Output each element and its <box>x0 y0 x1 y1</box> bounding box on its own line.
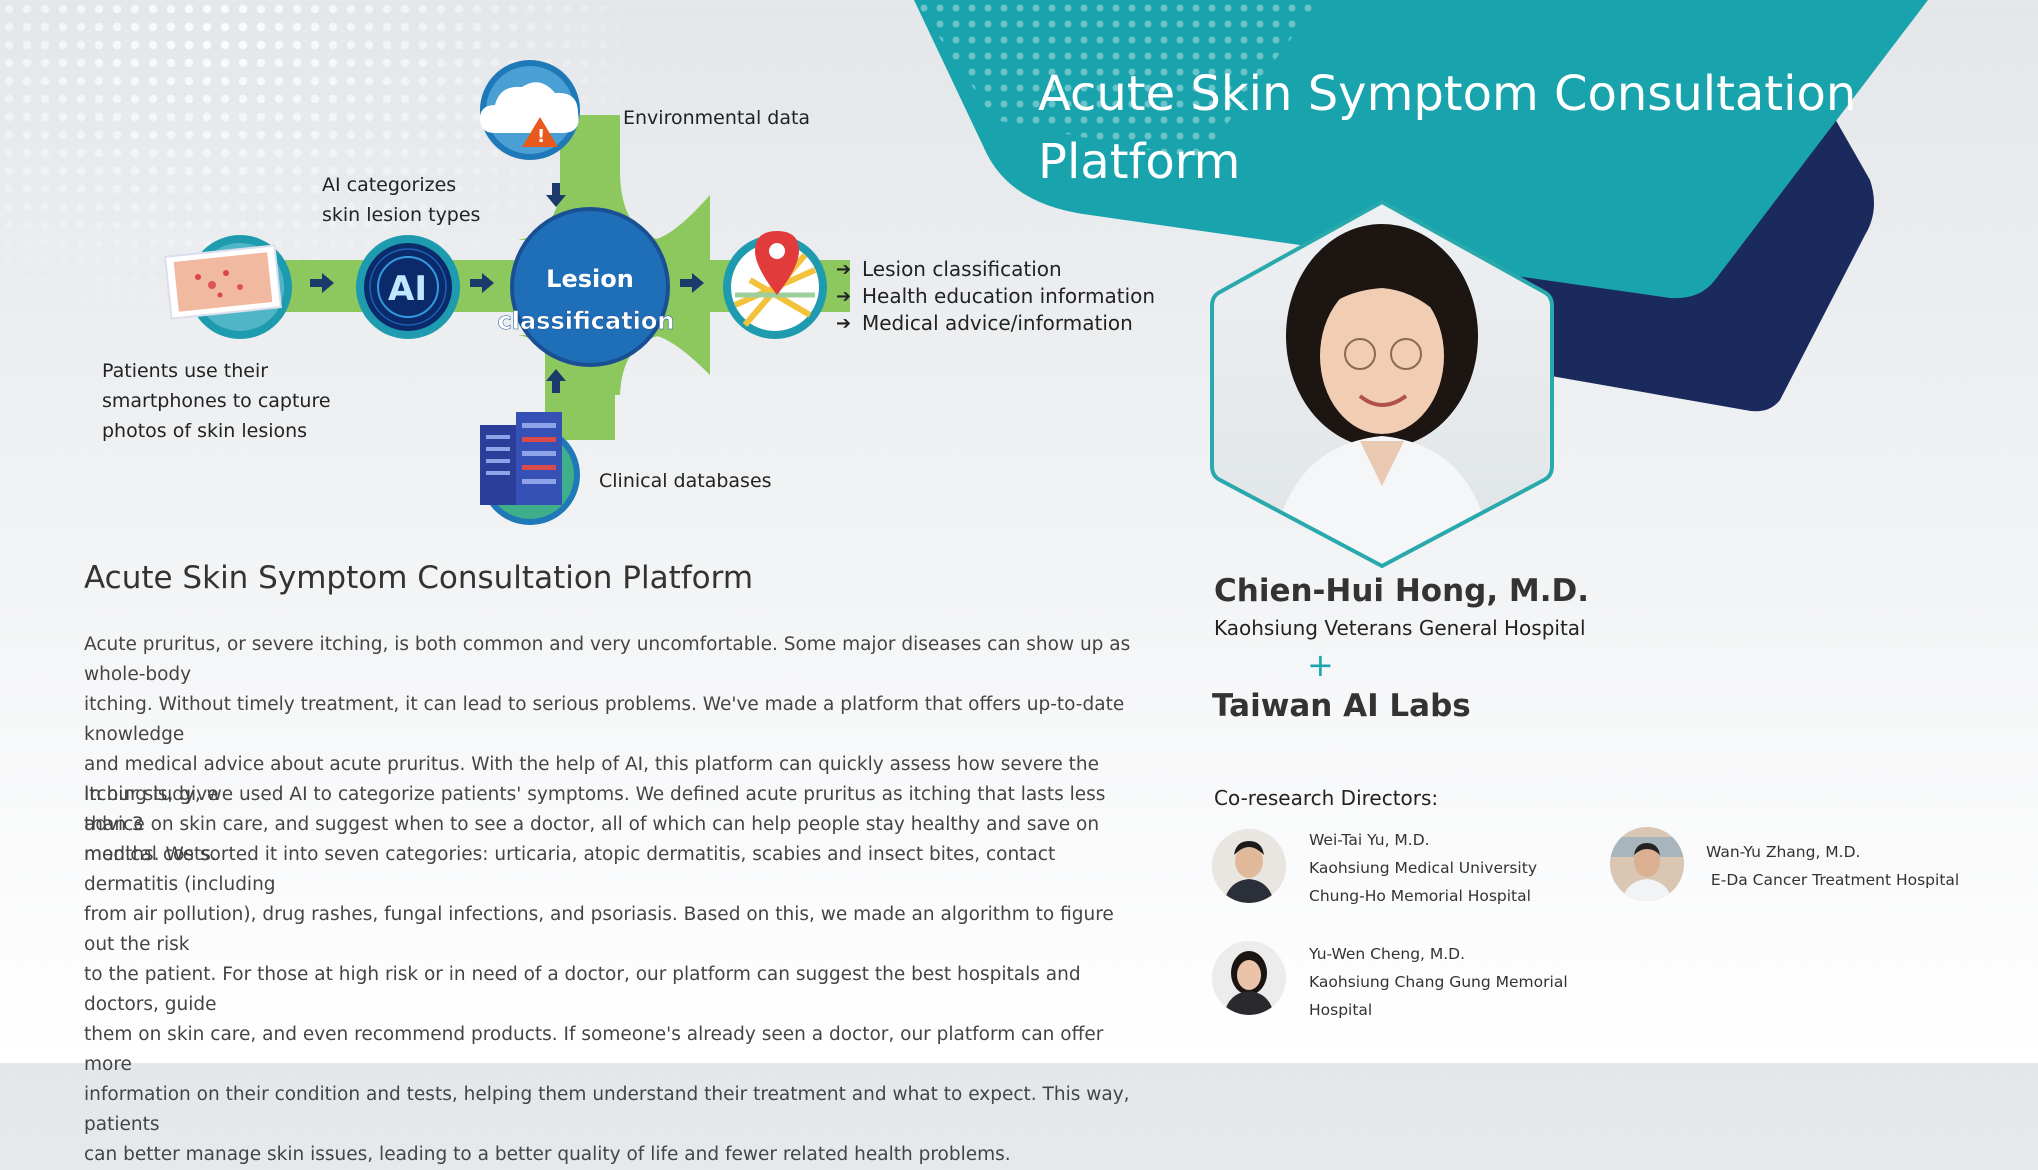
director-affiliation: Kaohsiung Medical University <box>1309 859 1537 877</box>
paragraph-line: itching. Without timely treatment, it ca… <box>84 694 1125 745</box>
paragraph-2: In our study, we used AI to categorize p… <box>84 780 1144 1170</box>
arrow-env-down <box>546 183 566 207</box>
outcome-text: Lesion classification <box>862 257 1062 281</box>
location-pin-icon <box>755 231 799 295</box>
section-title: Acute Skin Symptom Consultation Platform <box>84 560 754 596</box>
paragraph-line: them on skin care, and even recommend pr… <box>84 1024 1104 1075</box>
plus-icon: + <box>1307 646 1334 684</box>
label-environmental: Environmental data <box>623 107 811 129</box>
outcome-item: ➔ Lesion classification <box>836 256 1155 283</box>
arrow-clinical-up <box>546 369 566 393</box>
warning-icon <box>522 117 558 147</box>
arrow-ai-to-center <box>470 273 494 293</box>
outcomes-list: ➔ Lesion classification ➔ Health education… <box>836 256 1155 337</box>
label-patients-line3: photos of skin lesions <box>102 420 308 442</box>
paragraph-line: can better manage skin issues, leading t… <box>84 1144 1011 1165</box>
skin-photo-icon <box>163 244 283 320</box>
paragraph-line: Acute pruritus, or severe itching, is bo… <box>84 634 1131 685</box>
server-icon <box>480 412 562 505</box>
avatar <box>1212 829 1286 903</box>
director-affiliation: Chung-Ho Memorial Hospital <box>1309 887 1531 905</box>
outcome-text: Health education information <box>862 284 1156 308</box>
director-affiliation: Kaohsiung Chang Gung Memorial <box>1309 973 1568 991</box>
outcome-item: ➔ Medical advice/information <box>836 310 1155 337</box>
paragraph-line: to the patient. For those at high risk o… <box>84 964 1081 1015</box>
right-arrow-icon: ➔ <box>836 313 852 334</box>
partner-name: Taiwan AI Labs <box>1212 688 1471 724</box>
paragraph-line: from air pollution), drug rashes, fungal… <box>84 904 1114 955</box>
cloud-icon <box>480 82 579 133</box>
paragraph-line: months. We sorted it into seven categori… <box>84 844 1056 895</box>
lead-doctor-name: Chien-Hui Hong, M.D. <box>1214 573 1590 609</box>
diagram-graphic: ! AI Lesion classification <box>163 60 850 525</box>
label-ai-categorizes: AI categorizes skin lesion types <box>322 170 480 230</box>
ai-chip-icon: AI <box>388 269 427 309</box>
right-arrow-icon: ➔ <box>836 286 852 307</box>
director-info: Wei-Tai Yu, M.D. Kaohsiung Medical Unive… <box>1309 826 1537 910</box>
arrow-photo-to-ai <box>310 273 334 293</box>
doctor-portrait <box>1210 199 1554 569</box>
paragraph-line: advice on skin care, and suggest when to… <box>84 814 1100 865</box>
paragraph-line: In our study, we used AI to categorize p… <box>84 784 1106 835</box>
co-directors-title: Co-research Directors: <box>1214 786 1439 810</box>
label-clinical: Clinical databases <box>599 470 772 492</box>
label-patients-line2: smartphones to capture <box>102 390 331 412</box>
director-info: Wan-Yu Zhang, M.D. E-Da Cancer Treatment… <box>1706 838 1959 894</box>
label-patients-line1: Patients use their <box>102 360 269 382</box>
director-affiliation: Hospital <box>1309 1001 1373 1019</box>
banner-title: Acute Skin Symptom Consultation Platform <box>1038 60 1858 196</box>
director-name: Wan-Yu Zhang, M.D. <box>1706 843 1861 861</box>
director-info: Yu-Wen Cheng, M.D. Kaohsiung Chang Gung … <box>1309 940 1568 1024</box>
label-ai-line1: AI categorizes <box>322 174 457 196</box>
center-label-line2: classification <box>498 307 675 335</box>
avatar <box>1212 941 1286 1015</box>
paragraph-1: Acute pruritus, or severe itching, is bo… <box>84 630 1144 870</box>
outcome-text: Medical advice/information <box>862 311 1133 335</box>
banner-title-line1: Acute Skin Symptom Consultation <box>1038 66 1857 122</box>
svg-text:!: ! <box>537 126 545 147</box>
paragraph-line: information on their condition and tests… <box>84 1084 1130 1135</box>
label-patients: Patients use their smartphones to captur… <box>102 356 331 446</box>
lead-doctor-hospital: Kaohsiung Veterans General Hospital <box>1214 616 1586 640</box>
arrow-center-to-map <box>680 273 704 293</box>
banner-title-line2: Platform <box>1038 134 1241 190</box>
director-affiliation: E-Da Cancer Treatment Hospital <box>1706 871 1960 889</box>
banner-shapes <box>914 0 1928 412</box>
avatar <box>1610 827 1684 901</box>
paragraph-line: and medical advice about acute pruritus.… <box>84 754 1099 805</box>
outcome-item: ➔ Health education information <box>836 283 1155 310</box>
label-ai-line2: skin lesion types <box>322 204 481 226</box>
director-name: Yu-Wen Cheng, M.D. <box>1309 945 1466 963</box>
center-label-line1: Lesion <box>546 265 634 293</box>
director-name: Wei-Tai Yu, M.D. <box>1309 831 1430 849</box>
lesion-center-circle <box>510 207 670 367</box>
right-arrow-icon: ➔ <box>836 259 852 280</box>
